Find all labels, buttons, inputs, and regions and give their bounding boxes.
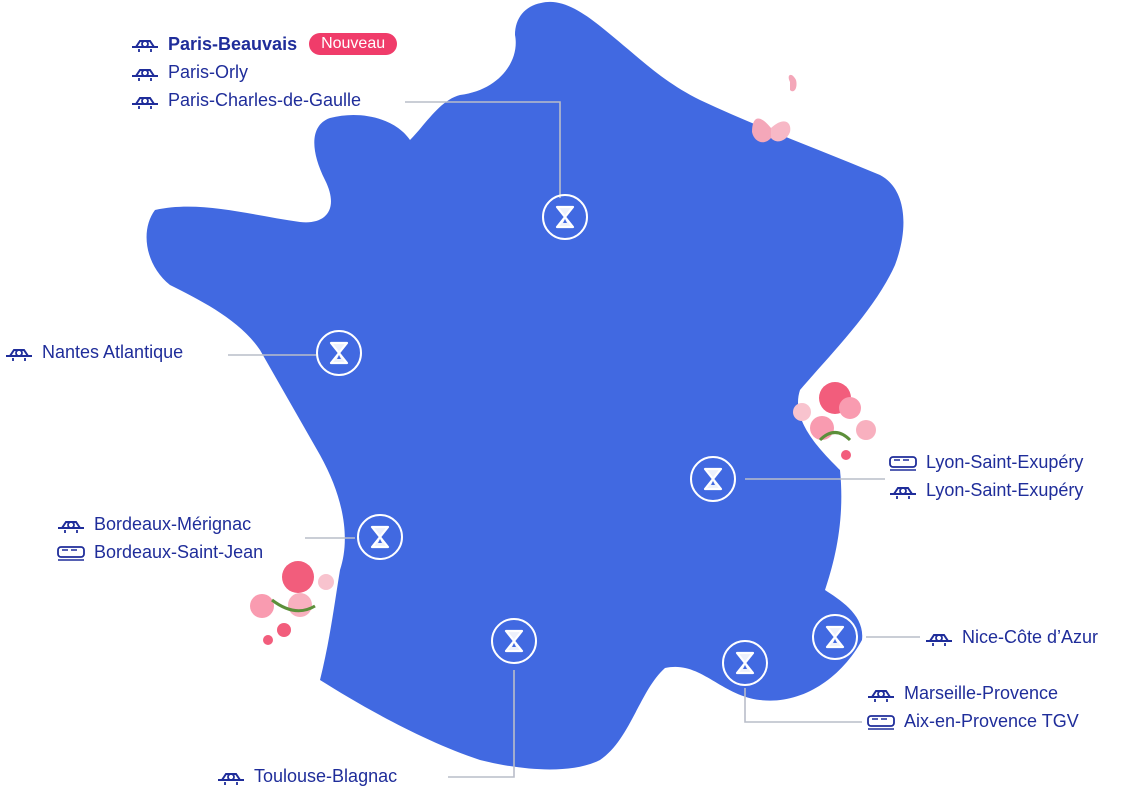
label-text: Marseille-Provence [904, 683, 1059, 703]
plane-icon [924, 629, 954, 647]
train-icon [888, 454, 918, 472]
station-marker-icon [735, 651, 755, 675]
label-nice[interactable]: Nice-Côte d’Azur [924, 627, 1098, 648]
butterfly-icon [752, 74, 797, 143]
label-marseille[interactable]: Marseille-Provence [866, 683, 1058, 704]
plane-icon [130, 92, 160, 110]
connector-lines [228, 101, 920, 778]
label-text: Lyon-Saint-Exupéry [926, 452, 1084, 472]
label-lyon-plane[interactable]: Lyon-Saint-Exupéry [888, 480, 1083, 501]
label-text: Paris-Beauvais [168, 33, 298, 54]
label-text: Paris-Charles-de-Gaulle [168, 90, 362, 110]
plane-icon [130, 35, 160, 53]
label-text: Nantes Atlantique [42, 342, 184, 362]
station-pin-lyon[interactable] [690, 456, 736, 502]
label-text: Nice-Côte d’Azur [962, 627, 1099, 647]
plane-icon [216, 768, 246, 786]
plane-icon [888, 482, 918, 500]
label-text: Paris-Orly [168, 62, 248, 82]
label-text: Bordeaux-Saint-Jean [94, 542, 264, 562]
station-pin-nantes[interactable] [316, 330, 362, 376]
train-icon [866, 713, 896, 731]
label-nantes[interactable]: Nantes Atlantique [4, 342, 183, 363]
flowers-right-icon [793, 382, 876, 460]
label-paris-orly[interactable]: Paris-Orly [130, 62, 248, 83]
station-pin-toulouse[interactable] [491, 618, 537, 664]
label-toulouse[interactable]: Toulouse-Blagnac [216, 766, 397, 787]
label-paris-beauvais[interactable]: Paris-Beauvais Nouveau [130, 33, 398, 55]
plane-icon [4, 344, 34, 362]
station-marker-icon [504, 629, 524, 653]
plane-icon [56, 516, 86, 534]
plane-icon [130, 64, 160, 82]
plane-icon [866, 685, 896, 703]
label-paris-cdg[interactable]: Paris-Charles-de-Gaulle [130, 90, 361, 111]
label-bordeaux-saint-jean[interactable]: Bordeaux-Saint-Jean [56, 542, 263, 563]
france-landmass [146, 1, 904, 770]
station-marker-icon [825, 625, 845, 649]
nouveau-badge: Nouveau [309, 33, 398, 55]
station-pin-marseille[interactable] [722, 640, 768, 686]
label-text: Lyon-Saint-Exupéry [926, 480, 1084, 500]
flowers-left-icon [250, 561, 334, 645]
station-marker-icon [555, 205, 575, 229]
station-marker-icon [703, 467, 723, 491]
label-text: Aix-en-Provence TGV [904, 711, 1079, 731]
label-text: Bordeaux-Mérignac [94, 514, 252, 534]
label-aix[interactable]: Aix-en-Provence TGV [866, 711, 1079, 732]
station-marker-icon [329, 341, 349, 365]
label-bordeaux-merignac[interactable]: Bordeaux-Mérignac [56, 514, 251, 535]
label-lyon-train[interactable]: Lyon-Saint-Exupéry [888, 452, 1083, 473]
label-text: Toulouse-Blagnac [254, 766, 398, 786]
train-icon [56, 544, 86, 562]
station-pin-nice[interactable] [812, 614, 858, 660]
station-pin-paris[interactable] [542, 194, 588, 240]
station-pin-bordeaux[interactable] [357, 514, 403, 560]
station-marker-icon [370, 525, 390, 549]
